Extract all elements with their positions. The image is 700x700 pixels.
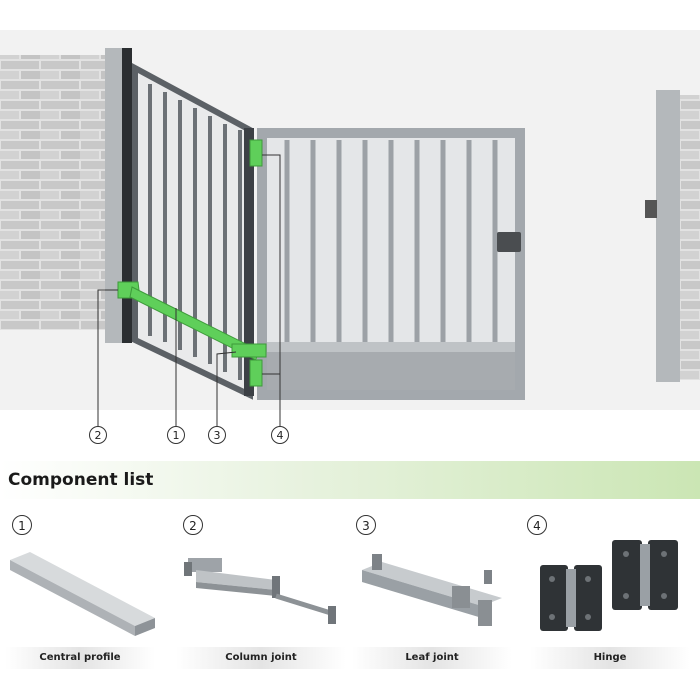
hinge-top xyxy=(249,139,263,167)
gate-column-left xyxy=(105,48,127,343)
brick-wall-right xyxy=(680,95,700,380)
component-list-title: Component list xyxy=(8,470,154,490)
component-list-header xyxy=(0,461,700,499)
component-number-3: 3 xyxy=(356,515,376,535)
component-label-leaf-joint: Leaf joint xyxy=(352,647,512,669)
component-number-2: 2 xyxy=(183,515,203,535)
central-profile-image xyxy=(10,552,155,636)
callout-1: 1 xyxy=(167,426,185,444)
gate-diagram xyxy=(0,30,700,426)
hinge-bottom xyxy=(249,359,263,387)
callout-3: 3 xyxy=(208,426,226,444)
component-number-4: 4 xyxy=(527,515,547,535)
component-label-column-joint: Column joint xyxy=(176,647,346,669)
callout-4: 4 xyxy=(271,426,289,444)
column-edge xyxy=(122,48,132,343)
folding-arm-kit xyxy=(117,281,267,361)
gate-leaf-main xyxy=(257,128,525,400)
hinge-image xyxy=(540,540,678,631)
component-label-hinge: Hinge xyxy=(530,647,690,669)
gate-post-right xyxy=(656,90,680,382)
component-number-1: 1 xyxy=(12,515,32,535)
component-label-central-profile: Central profile xyxy=(5,647,155,669)
column-joint-image xyxy=(184,558,336,624)
gate-lock xyxy=(497,232,521,252)
gate-latch-receiver xyxy=(645,200,657,218)
leaf-joint-image xyxy=(362,554,502,626)
callout-2: 2 xyxy=(89,426,107,444)
brick-wall-left xyxy=(0,55,108,330)
